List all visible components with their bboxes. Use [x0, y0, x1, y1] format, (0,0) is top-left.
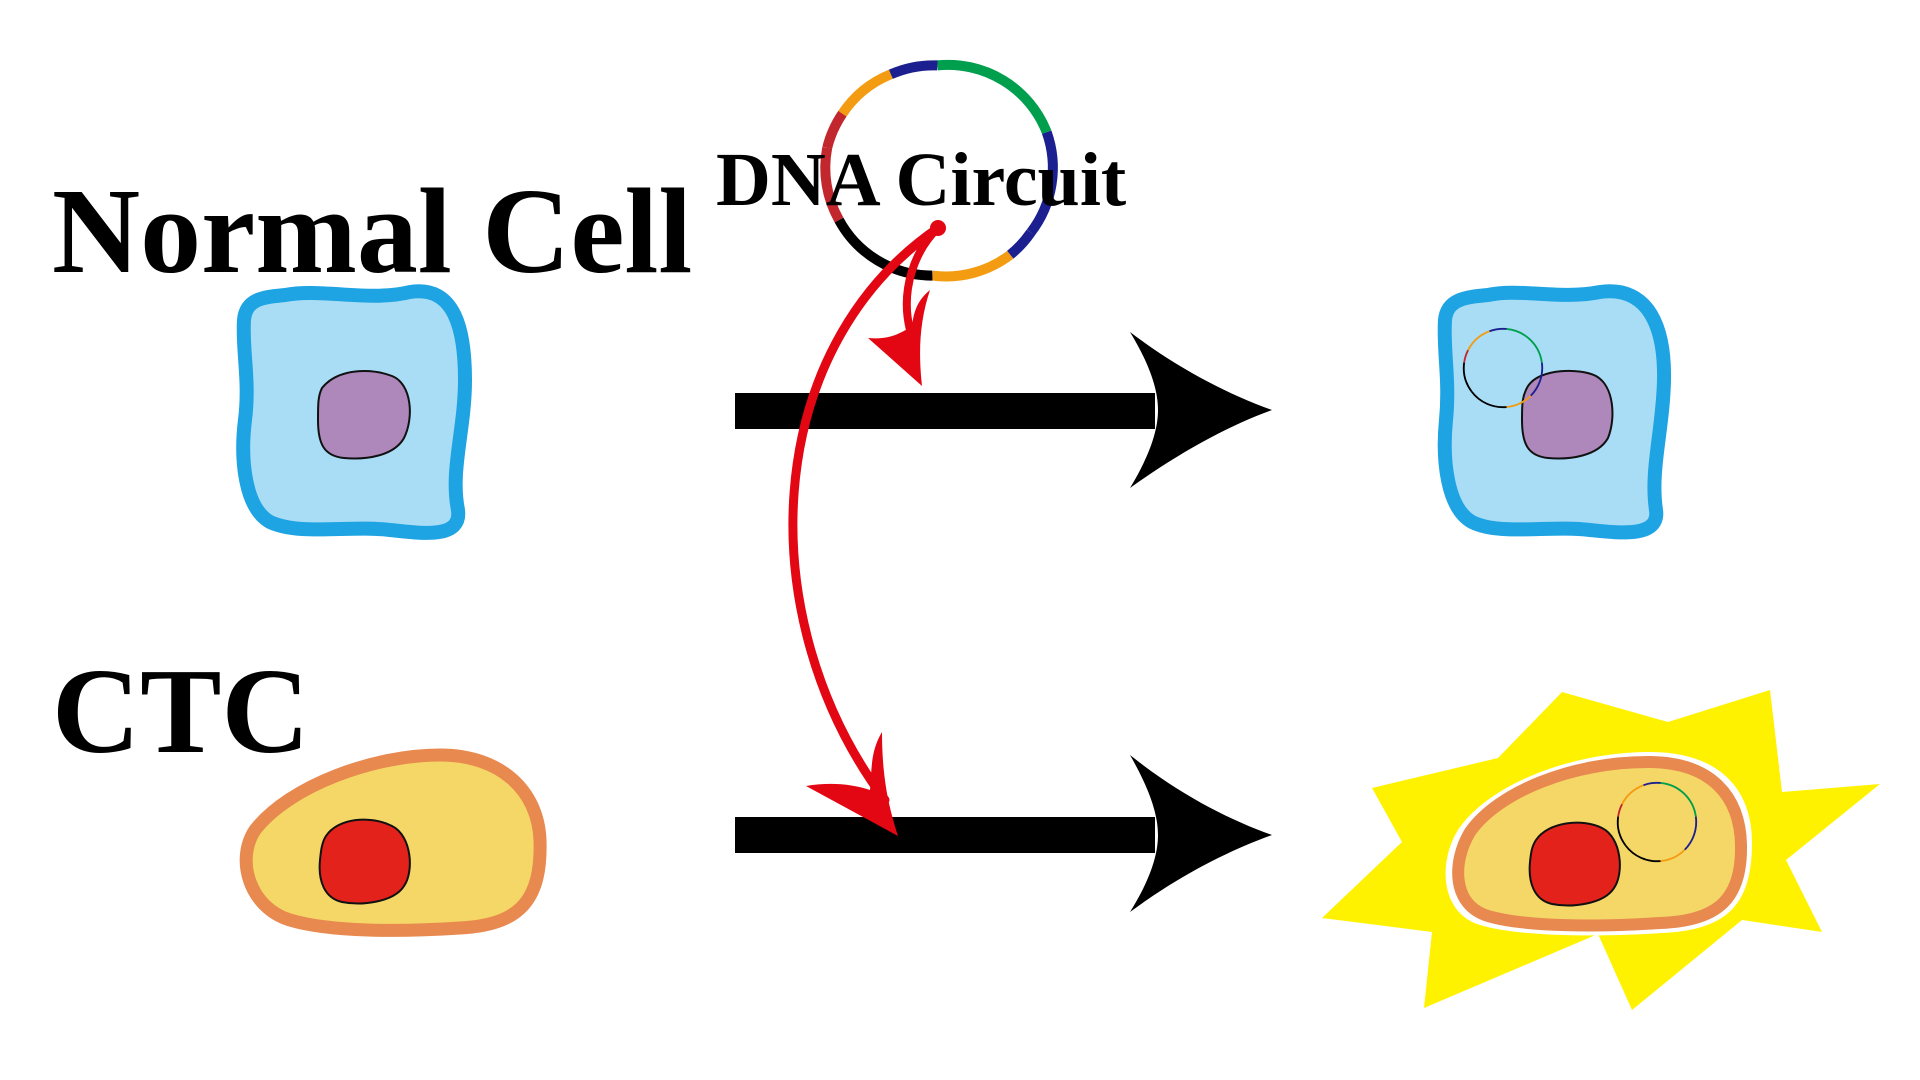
circuit-arrow-short-head [868, 290, 930, 386]
normal-cell-nucleus [316, 370, 411, 460]
normal-cell-output-nucleus [1520, 369, 1614, 460]
dna-circuit-label: DNA Circuit [716, 138, 1126, 222]
dna-plasmid-icon [1616, 781, 1698, 863]
normal-cell-output [1437, 284, 1672, 540]
circuit-arrows [788, 220, 946, 836]
ctc-nucleus [318, 818, 411, 905]
ctc-input [239, 748, 547, 937]
arrow-top-head [1130, 332, 1272, 488]
arrow-top [735, 332, 1272, 488]
normal-cell-label: Normal Cell [52, 164, 692, 299]
circuit-arrow-long [788, 223, 943, 805]
arrow-bottom-head [1130, 755, 1272, 912]
arrow-top-shaft [735, 393, 1155, 429]
ctc-output-nucleus [1528, 821, 1621, 907]
ctc-label: CTC [52, 644, 310, 779]
circuit-arrow-long-head [806, 732, 898, 836]
dna-plasmid-icon [1462, 327, 1544, 409]
normal-cell-input [236, 284, 472, 540]
dna-plasmid-icon [820, 59, 1058, 282]
arrow-bottom [735, 755, 1272, 912]
ctc-output [1322, 690, 1880, 1010]
arrow-bottom-shaft [735, 817, 1155, 853]
